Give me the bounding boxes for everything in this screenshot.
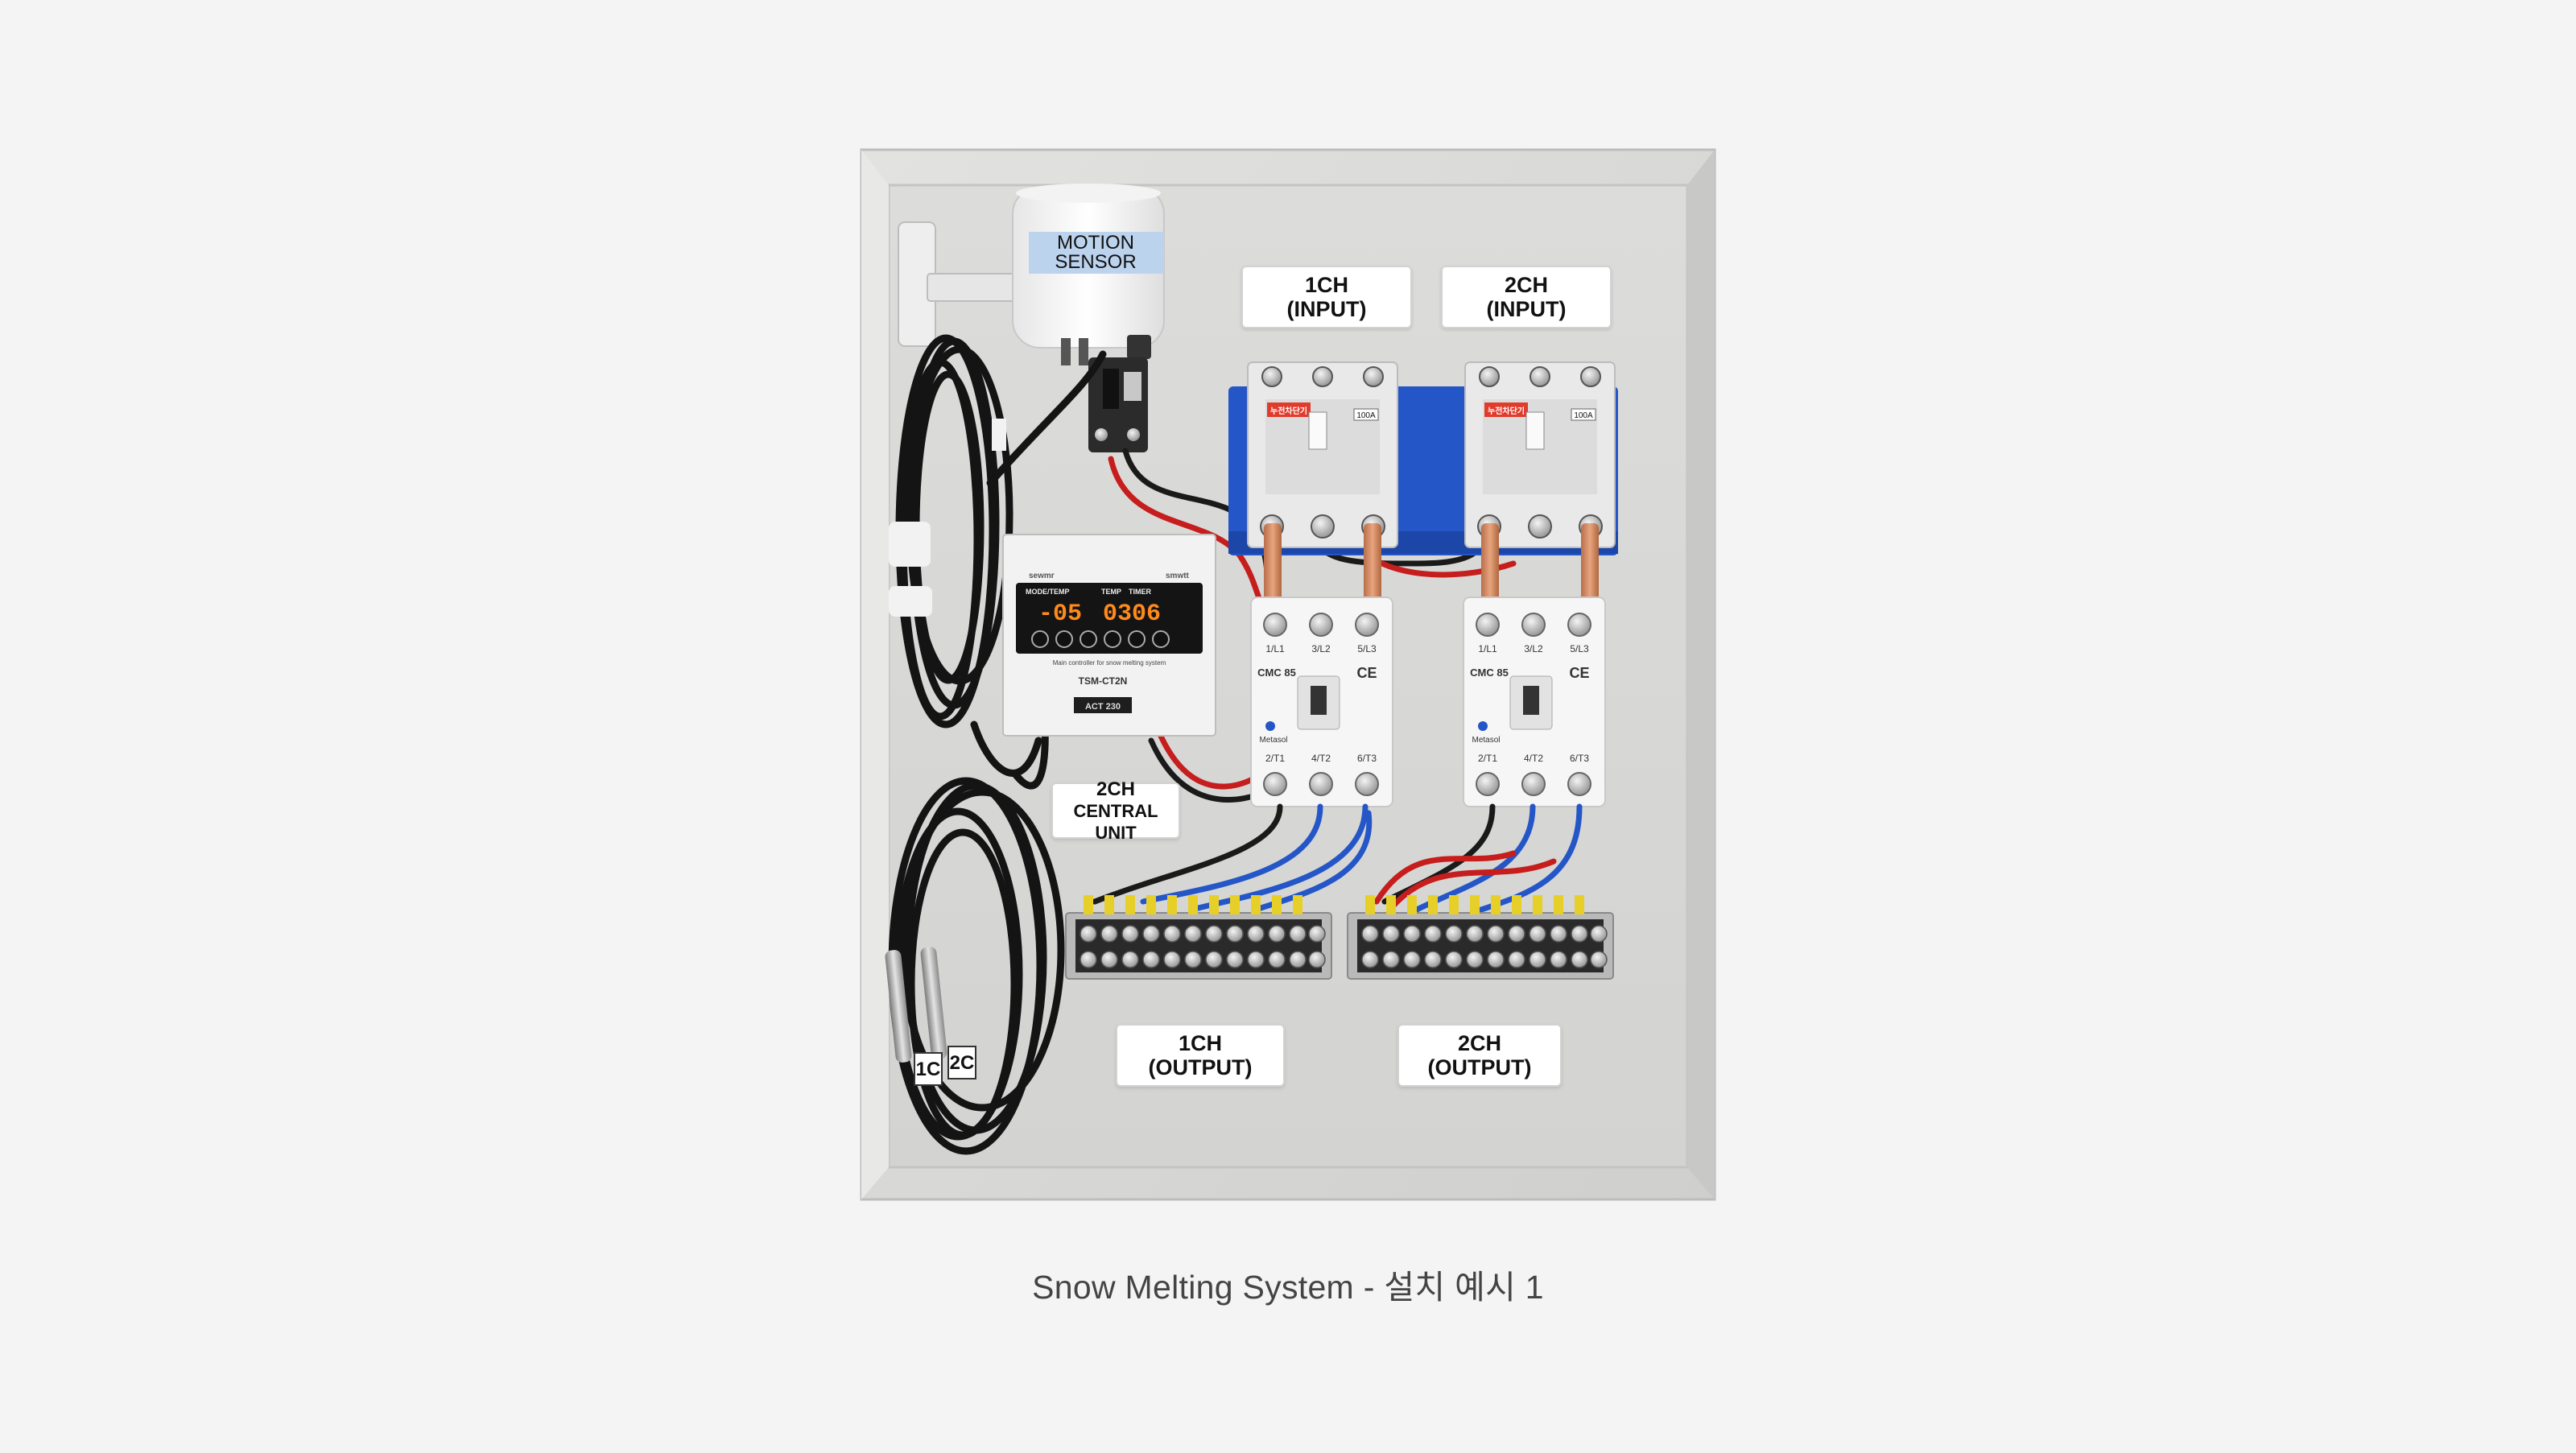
svg-text:2/T1: 2/T1: [1265, 753, 1285, 764]
label-motion-sensor: MOTION SENSOR: [1029, 232, 1162, 274]
svg-text:100A: 100A: [1356, 411, 1376, 420]
contactor-1ch: [1250, 596, 1393, 807]
copper-links: [1264, 523, 1599, 612]
svg-text:1/L1: 1/L1: [1265, 643, 1285, 654]
temperature-probes: 1C 2C: [885, 947, 976, 1086]
svg-text:6/T3: 6/T3: [1357, 753, 1377, 764]
cable-tie: [889, 522, 931, 567]
probe1-tag: 1C: [916, 1059, 941, 1080]
svg-text:100A: 100A: [1574, 411, 1593, 420]
svg-text:3/L2: 3/L2: [1311, 643, 1331, 654]
svg-text:6/T3: 6/T3: [1570, 753, 1589, 764]
svg-text:TIMER: TIMER: [1129, 588, 1151, 596]
contactor-2ch: [1463, 596, 1606, 807]
svg-text:3/L2: 3/L2: [1524, 643, 1543, 654]
output-wires: [1092, 803, 1583, 913]
svg-text:smwtt: smwtt: [1166, 572, 1190, 580]
svg-text:sewmr: sewmr: [1029, 572, 1055, 580]
image-caption: Snow Melting System - 설치 예시 1: [1032, 1269, 1544, 1306]
motion-sensor: [1012, 184, 1165, 365]
svg-text:CMC 85: CMC 85: [1257, 667, 1296, 679]
svg-text:CE: CE: [1569, 665, 1589, 681]
central-controller: sewmr smwtt MODE/TEMP TEMP TIMER -05 030…: [1002, 534, 1216, 737]
svg-text:5/L3: 5/L3: [1570, 643, 1589, 654]
svg-text:Metasol: Metasol: [1472, 736, 1500, 745]
probe-cable-coil: [888, 724, 1065, 1155]
svg-text:TSM-CT2N: TSM-CT2N: [1079, 675, 1128, 687]
breaker-2ch: 누전차단기 100A: [1464, 361, 1616, 548]
display-temp: -05: [1038, 601, 1082, 628]
relay-module: [1088, 357, 1148, 452]
svg-text:5/L3: 5/L3: [1357, 643, 1377, 654]
label-1ch-input: 1CH(INPUT): [1241, 266, 1412, 328]
svg-text:4/T2: 4/T2: [1311, 753, 1331, 764]
label-2ch-output: 2CH(OUTPUT): [1397, 1024, 1562, 1087]
cable-tie: [889, 586, 932, 617]
svg-text:2/T1: 2/T1: [1478, 753, 1497, 764]
svg-text:ACT 230: ACT 230: [1085, 702, 1121, 712]
terminal-block-2ch: [1347, 895, 1614, 980]
label-2ch-central-unit: 2CH CENTRAL UNIT: [1051, 778, 1180, 843]
breaker-1ch: 누전차단기 100A: [1247, 361, 1398, 548]
probe2-tag: 2C: [950, 1052, 975, 1074]
svg-text:Main controller for snow melti: Main controller for snow melting system: [1053, 659, 1166, 667]
label-1ch-output: 1CH(OUTPUT): [1116, 1024, 1285, 1087]
svg-text:4/T2: 4/T2: [1524, 753, 1543, 764]
svg-text:CE: CE: [1356, 665, 1377, 681]
sensor-cable-coil: [895, 334, 1107, 777]
svg-text:CMC 85: CMC 85: [1470, 667, 1509, 679]
terminal-block-1ch: [1065, 895, 1332, 980]
svg-text:누전차단기: 누전차단기: [1270, 406, 1307, 416]
svg-text:누전차단기: 누전차단기: [1488, 406, 1525, 416]
svg-text:TEMP: TEMP: [1101, 588, 1121, 596]
display-timer: 0306: [1103, 601, 1161, 628]
svg-text:1/L1: 1/L1: [1478, 643, 1497, 654]
svg-text:Metasol: Metasol: [1259, 736, 1287, 745]
svg-text:MODE/TEMP: MODE/TEMP: [1026, 588, 1070, 596]
label-2ch-input: 2CH(INPUT): [1441, 266, 1612, 328]
contactor-markings: 1/L1 3/L2 5/L3 2/T1 4/T2 6/T3 CMC 85 Met…: [1257, 643, 1589, 764]
